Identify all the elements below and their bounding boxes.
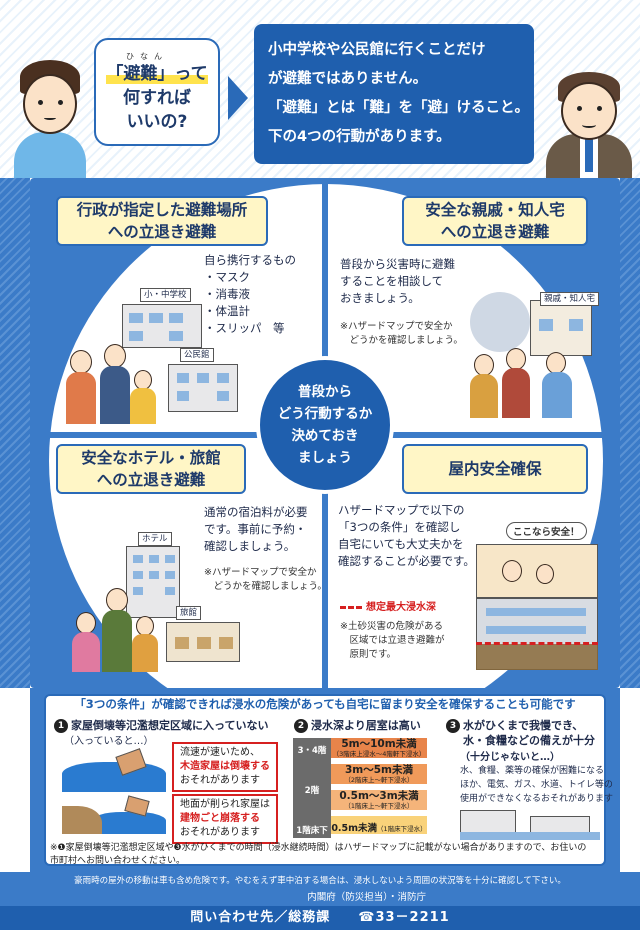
question-line-3: いいの? xyxy=(126,111,188,132)
depth-row-3-5m: 3m～5m未満（2階床上～軒下浸水） xyxy=(331,764,427,786)
building-floors xyxy=(293,738,331,838)
answer-line-2: が避難ではありません。 xyxy=(268,71,428,87)
label-relative: 安全な親戚・知人宅 への立退き避難 xyxy=(402,196,588,246)
community-hall-building xyxy=(168,364,238,412)
rain-flood-illustration xyxy=(470,292,530,352)
car-warning-note: 豪雨時の屋外の移動は車も含め危険です。やむをえず車中泊する場合は、浸水しないよう… xyxy=(0,872,640,890)
boy-illustration xyxy=(10,60,90,178)
travelers-illustration xyxy=(72,588,162,672)
hotel-body: 通常の宿泊料が必要 です。事前に予約・ 確認しましょう。 xyxy=(204,505,308,553)
conditions-footnote: ※❶家屋倒壊等氾濫想定区域や❸水がひくまでの時間（浸水継続時間）はハザードマップ… xyxy=(50,843,587,866)
indoor-note: ※土砂災害の危険がある 区域では立退き避難が 原則です。 xyxy=(340,621,445,660)
number-2-icon: 2 xyxy=(294,719,308,733)
flood-wave-illustration xyxy=(62,748,166,792)
condition-1-warning-erosion: 地面が削られ家屋は 建物ごと崩落する おそれがあります xyxy=(172,794,278,844)
speech-here-safe: ここなら安全！ xyxy=(506,522,587,540)
panel-stripe-left xyxy=(0,178,30,688)
relative-house-tag: 親戚・知人宅 xyxy=(540,292,600,306)
conditions-header: 「3つの条件」が確認できれば浸水の危険があっても自宅に留まり安全を確保することも… xyxy=(74,697,576,711)
hotel-tag: ホテル xyxy=(138,532,172,546)
ryokan-building xyxy=(166,622,240,662)
hotel-note: ※ハザードマップで安全か どうかを確認しましょう。 xyxy=(204,567,327,592)
floor-label-2: 2階 xyxy=(304,786,320,796)
question-ruby: ひなん xyxy=(126,51,168,61)
number-1-icon: 1 xyxy=(54,719,68,733)
hotel-building xyxy=(126,546,180,618)
answer-box: 小中学校や公民館に行くことだけ が避難ではありません。 「避難」とは「難」を「避… xyxy=(254,24,534,164)
answer-line-1: 小中学校や公民館に行くことだけ xyxy=(268,42,486,58)
question-line-2: 何すれば xyxy=(123,87,191,108)
contact-bar: 問い合わせ先／総務課 ☎33－2211 xyxy=(0,906,640,930)
school-tag: 小・中学校 xyxy=(140,288,191,302)
panel-stripe-right xyxy=(620,178,640,688)
family-illustration xyxy=(64,344,160,424)
indoor-building-illustration xyxy=(476,544,598,670)
condition-3-body: 水、食糧、薬等の確保が困難になる ほか、電気、ガス、水道、トイレ等の 使用ができ… xyxy=(460,766,614,804)
contact-label: 問い合わせ先／総務課 xyxy=(190,910,331,925)
label-shelter: 行政が指定した避難場所 への立退き避難 xyxy=(56,196,268,246)
relative-note: ※ハザードマップで安全か どうかを確認しましょう。 xyxy=(340,321,463,346)
landslide-illustration xyxy=(62,795,166,834)
center-message: 普段から どう行動するか 決めておき ましょう xyxy=(256,356,394,494)
man-illustration xyxy=(542,72,636,178)
arrow-right-icon xyxy=(228,76,248,120)
relative-body: 普段から災害時に避難 することを相談して おきましょう。 xyxy=(340,257,455,305)
evacuating-family-illustration xyxy=(468,348,588,418)
depth-row-under-0.5m: 0.5m未満（1階床下浸水） xyxy=(331,816,427,836)
issuing-organization: 内閣府（防災担当）・消防庁 xyxy=(0,890,640,906)
indoor-body: ハザードマップで以下の 「3つの条件」を確認し 自宅にいても大丈夫かを 確認する… xyxy=(338,503,475,568)
depth-row-0.5-3m: 0.5m～3m未満（1階床上～軒下浸水） xyxy=(331,790,427,812)
contact-phone[interactable]: ☎33－2211 xyxy=(358,910,450,925)
school-building xyxy=(122,304,202,348)
floor-label-1: 1階床下 xyxy=(296,826,328,836)
depth-row-5-10m: 5m～10m未満（3階床上浸水～4階軒下浸水） xyxy=(331,738,427,760)
condition-1-sub: （入っていると…） xyxy=(64,736,154,747)
condition-1-warning-flow: 流速が速いため、 木造家屋は倒壊する おそれがあります xyxy=(172,742,278,792)
ryokan-tag: 旅館 xyxy=(176,606,202,620)
flood-depth-legend: 想定最大浸水深 xyxy=(340,598,436,613)
shelter-items: 自ら携行するもの ・マスク ・消毒液 ・体温計 ・スリッパ 等 xyxy=(204,253,296,335)
dashed-line-icon xyxy=(340,605,362,609)
label-indoor: 屋内安全確保 xyxy=(402,444,588,494)
number-3-icon: 3 xyxy=(446,719,460,733)
answer-line-4: 下の4つの行動があります。 xyxy=(268,129,451,145)
floor-label-3-4: 3・4階 xyxy=(297,746,327,756)
answer-line-3: 「避難」とは「難」を「避」けること。 xyxy=(268,100,529,116)
condition-3-sub: （十分じゃないと…） xyxy=(460,752,560,763)
community-hall-tag: 公民館 xyxy=(180,348,214,362)
question-line-1: 「避難」って xyxy=(106,63,208,84)
label-hotel: 安全なホテル・旅館 への立退き避難 xyxy=(56,444,246,494)
town-flood-illustration xyxy=(460,806,600,840)
question-bubble: ひなん 「避難」って 何すれば いいの? xyxy=(94,38,220,146)
